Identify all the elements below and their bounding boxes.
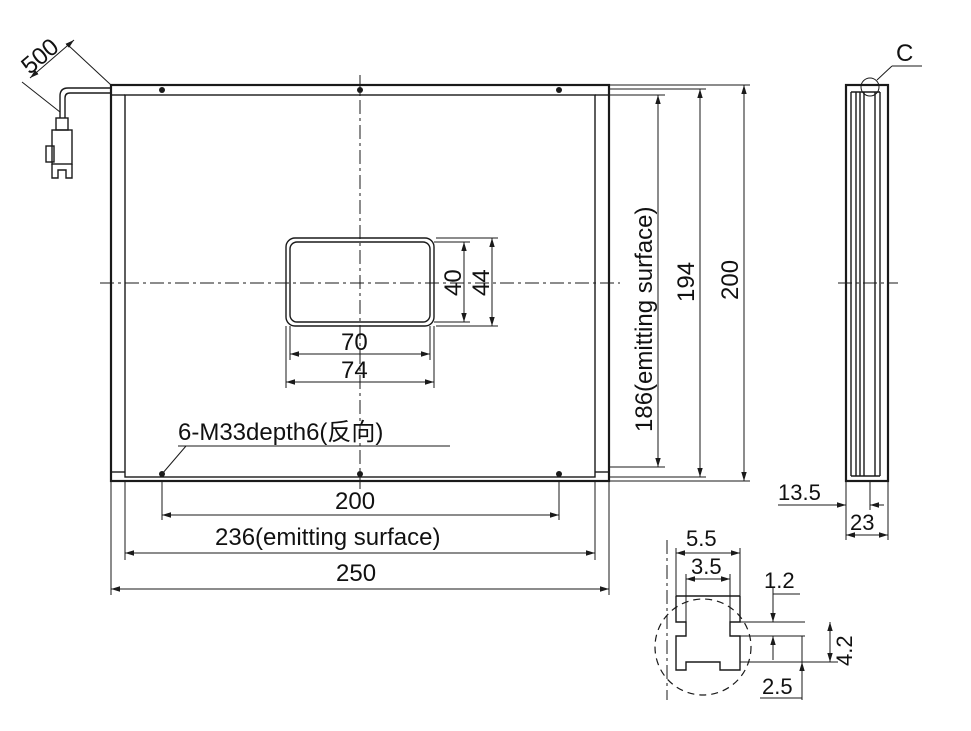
front-view: 500 40 44 70 74 6-M33depth6(反向) 200 236(… [16,33,750,595]
center-window-outer [285,237,435,327]
side-dim-b-label: 23 [850,510,874,535]
detail-c-marker [860,77,880,97]
side-dim-a-label: 13.5 [778,480,821,505]
detail-dim-inner-label: 3.5 [691,554,722,579]
inner-height-label: 194 [673,262,700,302]
detail-label: C [896,40,913,67]
overall-width-label: 250 [336,560,376,587]
window-width-outer-label: 74 [341,357,368,384]
window-height-inner-label: 40 [440,269,467,296]
mounting-hole [357,471,363,477]
detail-dim-slot-label: 1.2 [764,568,795,593]
center-window-inner [289,241,431,323]
emitting-width-label: 236(emitting surface) [215,524,440,551]
side-view: C 13.5 23 [778,40,922,540]
overall-height-label: 200 [717,260,744,300]
detail-dim-outer-label: 5.5 [686,526,717,551]
window-height-outer-label: 44 [468,269,495,296]
cable-length-label: 500 [16,33,64,79]
mounting-hole [556,471,562,477]
mounting-hole [556,87,562,93]
detail-view: 5.5 3.5 1.2 4.2 2.5 [654,526,857,700]
emitting-height-label: 186(emitting surface) [631,207,658,432]
detail-dim-depth-label: 4.2 [832,635,857,666]
detail-boundary [654,598,752,696]
hole-note-label: 6-M33depth6(反向) [178,419,383,446]
window-width-inner-label: 70 [341,329,368,356]
detail-dim-offset-label: 2.5 [762,674,793,699]
detail-profile [675,596,741,671]
mounting-hole [159,87,165,93]
hole-pitch-label: 200 [335,488,375,515]
cable-connector [45,87,111,179]
mounting-hole [357,87,363,93]
